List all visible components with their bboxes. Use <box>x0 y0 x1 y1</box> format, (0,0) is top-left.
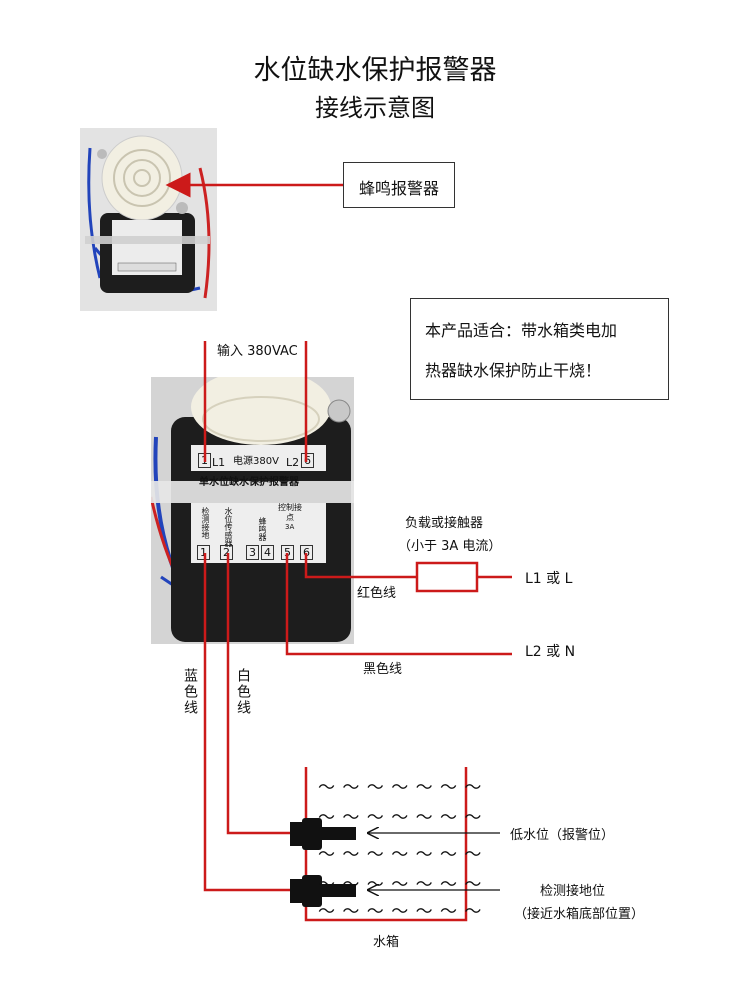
white-wire-label: 白色线 <box>235 668 251 716</box>
wave-row-1: ～ ～ ～ ～ ～ ～ ～ <box>318 778 483 798</box>
terminal-6-top: 6 <box>301 453 314 468</box>
low-level-sensor <box>290 818 356 850</box>
black-wire-label: 黑色线 <box>363 662 403 677</box>
white-wire <box>226 553 290 835</box>
low-level-label: 低水位（报警位） <box>510 828 615 843</box>
col-buzzer-label: 蜂鸣器 <box>258 517 267 541</box>
load-sub-label: （小于 3A 电流） <box>398 539 502 554</box>
ground-level-sub-label: （接近水箱底部位置） <box>514 907 645 922</box>
module-name: 单水位缺水保护报警器 <box>199 477 299 488</box>
terminal-2: 2 <box>220 545 233 560</box>
blue-wire <box>203 553 290 892</box>
module-photo-drawing <box>151 377 354 642</box>
load-resistor <box>415 561 479 593</box>
ground-level-label: 检测接地位 <box>540 884 606 899</box>
col-detect-label: 检测接地 <box>201 507 210 539</box>
wave-row-4: ～ ～ ～ ～ ～ ～ ～ <box>318 875 483 895</box>
red-wire <box>304 553 417 579</box>
tank-label: 水箱 <box>373 935 400 950</box>
col-sensor-label: 水位传感器 <box>224 507 233 547</box>
page-subtitle: 接线示意图 <box>315 94 435 122</box>
terminal-1: 1 <box>197 545 210 560</box>
module-photo: 1 L1 电源380V L2 6 单水位缺水保护报警器 检测接地 水位传感器 蜂… <box>151 377 354 644</box>
blue-wire-label: 蓝色线 <box>182 668 198 716</box>
buzzer-label: 蜂鸣报警器 <box>358 179 439 198</box>
wave-row-2: ～ ～ ～ ～ ～ ～ ～ <box>318 808 483 828</box>
black-wire <box>285 553 512 656</box>
note-line-1: 本产品适合：带水箱类电加 <box>425 321 618 340</box>
terminal-3: 3 <box>246 545 259 560</box>
l1-or-l-label: L1 或 L <box>525 571 573 587</box>
red-wire-label: 红色线 <box>357 586 397 601</box>
load-label: 负载或接触器 <box>405 516 484 531</box>
buzzer-label-box: 蜂鸣报警器 <box>343 162 455 208</box>
l2-label: L2 <box>286 456 300 469</box>
ground-level-sensor <box>290 875 356 907</box>
col-3a-label: 3A <box>285 523 295 531</box>
page-title: 水位缺水保护报警器 <box>253 55 497 86</box>
buzzer-module-drawing <box>85 135 211 299</box>
wave-row-5: ～ ～ ～ ～ ～ ～ ～ <box>318 902 483 922</box>
power-label: 电源380V <box>233 456 279 467</box>
terminal-4: 4 <box>261 545 274 560</box>
l1-label: L1 <box>212 456 226 469</box>
note-box: 本产品适合：带水箱类电加 热器缺水保护防止干烧！ <box>410 298 669 400</box>
input-label: 输入 380VAC <box>217 344 298 359</box>
buzzer-module-photo <box>80 128 217 311</box>
col-control-label: 控制接点 <box>278 503 302 522</box>
l2-or-n-label: L2 或 N <box>525 644 576 660</box>
wave-row-3: ～ ～ ～ ～ ～ ～ ～ <box>318 845 483 865</box>
note-line-2: 热器缺水保护防止干烧！ <box>425 361 602 380</box>
